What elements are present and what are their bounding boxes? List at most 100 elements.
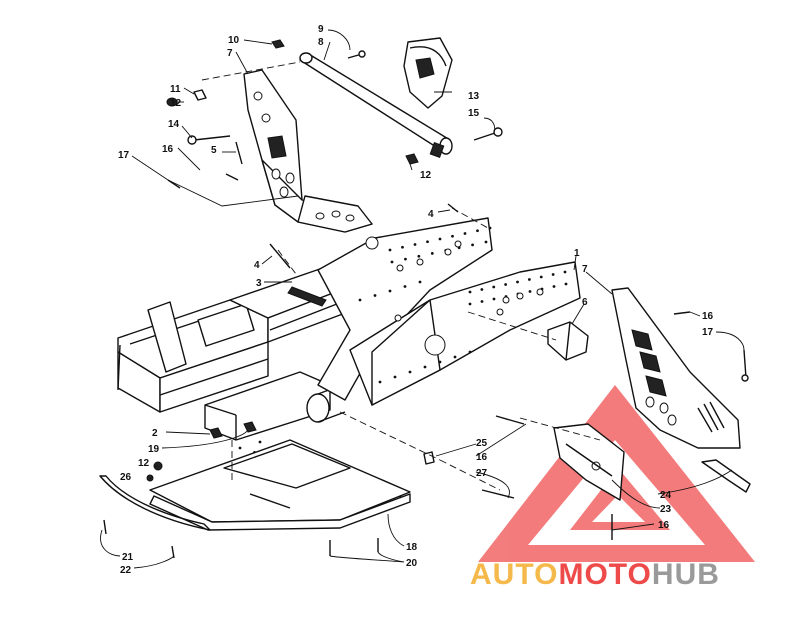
rivet-dot bbox=[423, 365, 427, 369]
rivet-dot bbox=[388, 289, 392, 293]
rivet-dot bbox=[418, 280, 422, 284]
left-upright-plate bbox=[243, 69, 373, 233]
rivet-dot bbox=[388, 248, 392, 252]
callout-1: 1 bbox=[574, 248, 580, 259]
callout-24: 24 bbox=[660, 490, 672, 501]
callout-10: 10 bbox=[228, 35, 240, 46]
rivet-dot bbox=[438, 237, 442, 241]
frame-hole bbox=[516, 292, 524, 300]
callout-26: 26 bbox=[120, 472, 132, 483]
rivet-dot bbox=[492, 285, 496, 289]
callout-8: 8 bbox=[318, 37, 324, 48]
rivet-dot bbox=[528, 290, 532, 293]
callout-12-bottom: 12 bbox=[138, 458, 150, 469]
rivet-dot bbox=[401, 245, 404, 249]
rivet-dot bbox=[378, 380, 382, 384]
callout-16-bottom: 16 bbox=[658, 520, 670, 531]
frame-hole bbox=[496, 308, 504, 316]
watermark-wordmark: AUTOMOTOHUB bbox=[470, 558, 720, 592]
rivet-dot bbox=[564, 282, 568, 286]
rivet-dot bbox=[551, 273, 555, 276]
callout-13: 13 bbox=[468, 91, 480, 102]
callout-19: 19 bbox=[148, 444, 160, 455]
callout-7-left: 7 bbox=[227, 48, 233, 59]
mount-bracket bbox=[547, 321, 589, 361]
rivet-dot bbox=[413, 243, 417, 246]
watermark-part-hub: HUB bbox=[651, 558, 720, 591]
callout-16-center: 16 bbox=[476, 452, 488, 463]
frame-hole bbox=[444, 248, 452, 256]
callout-12-top: 12 bbox=[170, 98, 182, 109]
rivet-dot bbox=[492, 297, 496, 301]
rivet-dot bbox=[451, 234, 454, 238]
rivet-dot bbox=[453, 355, 457, 359]
rivet-dot bbox=[390, 260, 394, 264]
rivet-dot bbox=[480, 300, 484, 303]
rivet-dot bbox=[430, 252, 434, 255]
frame-hole bbox=[454, 240, 462, 248]
rivet-dot bbox=[527, 278, 531, 281]
alignment-lines bbox=[201, 61, 601, 491]
rivet-dot bbox=[488, 226, 492, 230]
callout-23: 23 bbox=[660, 504, 672, 515]
rivet-dot bbox=[504, 283, 508, 286]
hardware bbox=[103, 39, 749, 559]
callout-5: 5 bbox=[211, 145, 217, 156]
rivet-dot bbox=[426, 240, 429, 244]
callout-18: 18 bbox=[406, 542, 418, 553]
callout-9: 9 bbox=[318, 24, 324, 35]
rivet-dot bbox=[516, 280, 519, 284]
rivet-dot bbox=[358, 298, 362, 302]
rivet-dot bbox=[539, 275, 543, 279]
callout-22: 22 bbox=[120, 565, 132, 576]
callout-12-mid: 12 bbox=[420, 170, 432, 181]
rivet-dot bbox=[552, 285, 556, 288]
frame-hole bbox=[396, 264, 404, 272]
callout-27: 27 bbox=[476, 468, 488, 479]
rivet-dot bbox=[468, 302, 472, 306]
rivet-dot bbox=[484, 240, 488, 244]
watermark-part-auto: AUTO bbox=[470, 558, 559, 591]
rivet-dot bbox=[463, 232, 467, 235]
frame-hole bbox=[536, 288, 544, 296]
frame-hole bbox=[394, 314, 402, 322]
callout-4-mid: 4 bbox=[254, 260, 260, 271]
callout-11: 11 bbox=[170, 84, 181, 95]
rivet-dot bbox=[468, 350, 472, 354]
rivet-dot bbox=[438, 360, 442, 364]
leader-lines bbox=[100, 29, 745, 569]
callout-17-right: 17 bbox=[702, 327, 714, 338]
rivet-dot bbox=[238, 446, 242, 450]
callout-14: 14 bbox=[168, 119, 180, 130]
callout-20: 20 bbox=[406, 558, 418, 569]
belly-pan bbox=[99, 439, 411, 531]
rivet-dot bbox=[417, 254, 421, 258]
callout-labels: 10 7 9 8 11 12 14 16 5 17 13 15 12 4 4 3… bbox=[118, 24, 714, 576]
callout-7-right: 7 bbox=[582, 264, 588, 275]
callout-6: 6 bbox=[582, 297, 588, 308]
callout-16-left: 16 bbox=[162, 144, 174, 155]
rivet-dot bbox=[563, 270, 567, 274]
callout-16-right: 16 bbox=[702, 311, 714, 322]
callout-17-left: 17 bbox=[118, 150, 130, 161]
rivet-dot bbox=[468, 290, 472, 294]
gusset-plate bbox=[553, 423, 625, 501]
rivet-dot bbox=[404, 257, 407, 261]
rivet-dot bbox=[373, 294, 377, 297]
rivet-dot bbox=[393, 375, 397, 379]
rivet-dot bbox=[476, 229, 479, 233]
rivet-dot bbox=[258, 440, 262, 444]
rivet-dot bbox=[480, 288, 484, 291]
rivet-dot bbox=[471, 243, 474, 247]
chassis-frame bbox=[117, 217, 581, 441]
watermark-part-moto: MOTO bbox=[558, 558, 652, 591]
right-upright-plate bbox=[611, 287, 741, 449]
callout-2: 2 bbox=[152, 428, 158, 439]
callout-4-top: 4 bbox=[428, 209, 434, 220]
foot-strap bbox=[701, 459, 751, 493]
callout-15: 15 bbox=[468, 108, 480, 119]
steering-shaft bbox=[299, 52, 453, 158]
callout-3: 3 bbox=[256, 278, 262, 289]
